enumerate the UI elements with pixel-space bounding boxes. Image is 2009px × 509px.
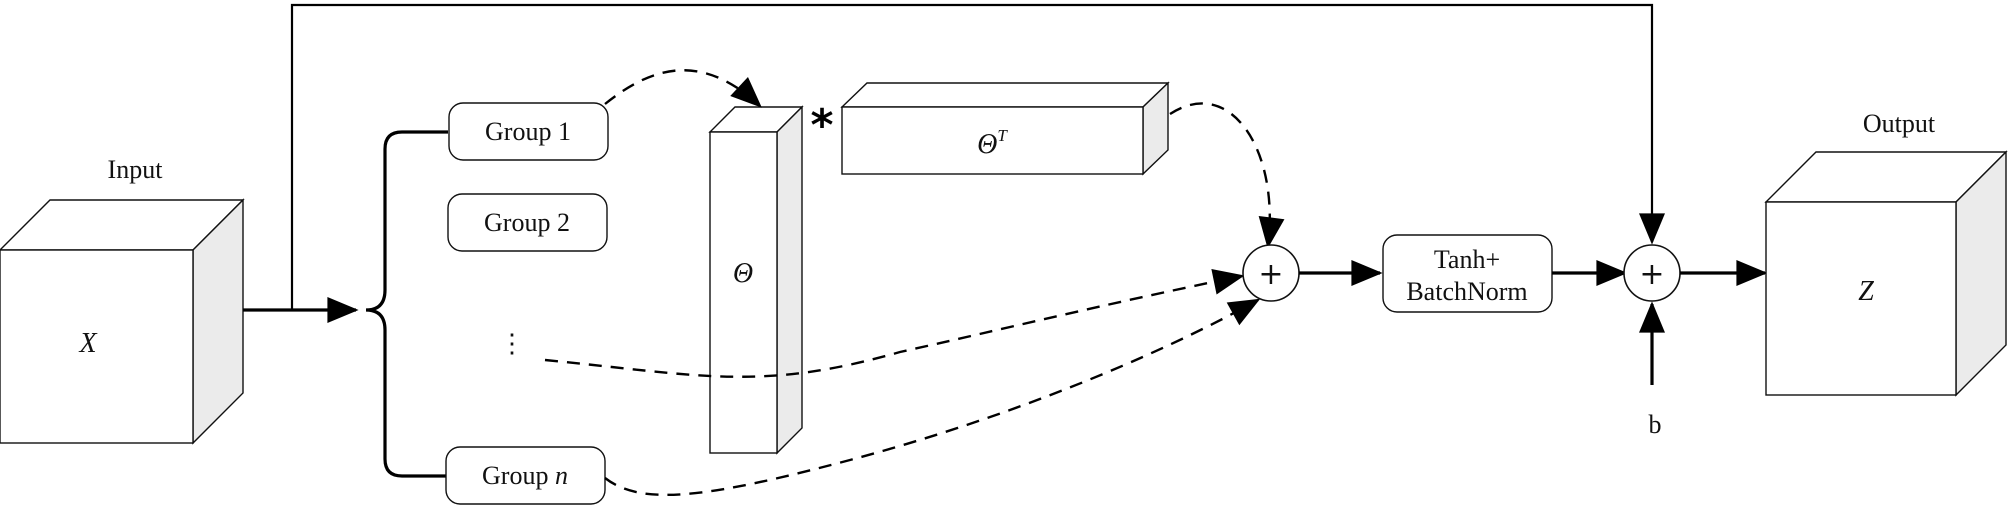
group-ellipsis: ⋮ [499,329,525,358]
input-title: Input [108,155,164,184]
second-adder: + [1623,244,1681,302]
group-n-to-adder-dashed-arrow [604,298,1261,497]
second-adder-plus: + [1639,257,1664,292]
first-adder: + [1242,244,1300,302]
group-n-box: Group n [445,446,606,505]
skip-connection-arrow [290,3,1665,310]
ellipsis-group-to-adder-dashed-arrow [544,268,1245,378]
theta-block [708,105,804,455]
theta-product-to-adder-dashed-arrow [1169,102,1285,249]
input-symbol: X [78,328,97,359]
norm-line-1: Tanh+ [1434,245,1500,274]
group-2-label: Group 2 [484,208,570,237]
group-1-box: Group 1 [448,102,609,161]
tanh-batchnorm-box: Tanh+ BatchNorm [1382,234,1553,313]
input-cube [0,198,245,445]
output-symbol: Z [1858,276,1874,307]
bias-label: b [1649,410,1662,439]
output-cube [1764,150,2008,397]
group-1-label: Group 1 [485,117,571,146]
output-title: Output [1863,109,1936,138]
group-n-label: Group n [482,461,568,490]
theta-transpose-symbol: ΘT [977,126,1008,160]
group-2-box: Group 2 [447,193,608,252]
theta-transpose-block [840,81,1170,176]
multiply-star: * [810,100,833,151]
norm-line-2: BatchNorm [1406,277,1527,306]
theta-symbol: Θ [733,258,753,289]
group-1-to-theta-dashed-arrow [604,69,762,108]
group-split-brace [365,130,448,478]
first-adder-plus: + [1258,257,1283,292]
